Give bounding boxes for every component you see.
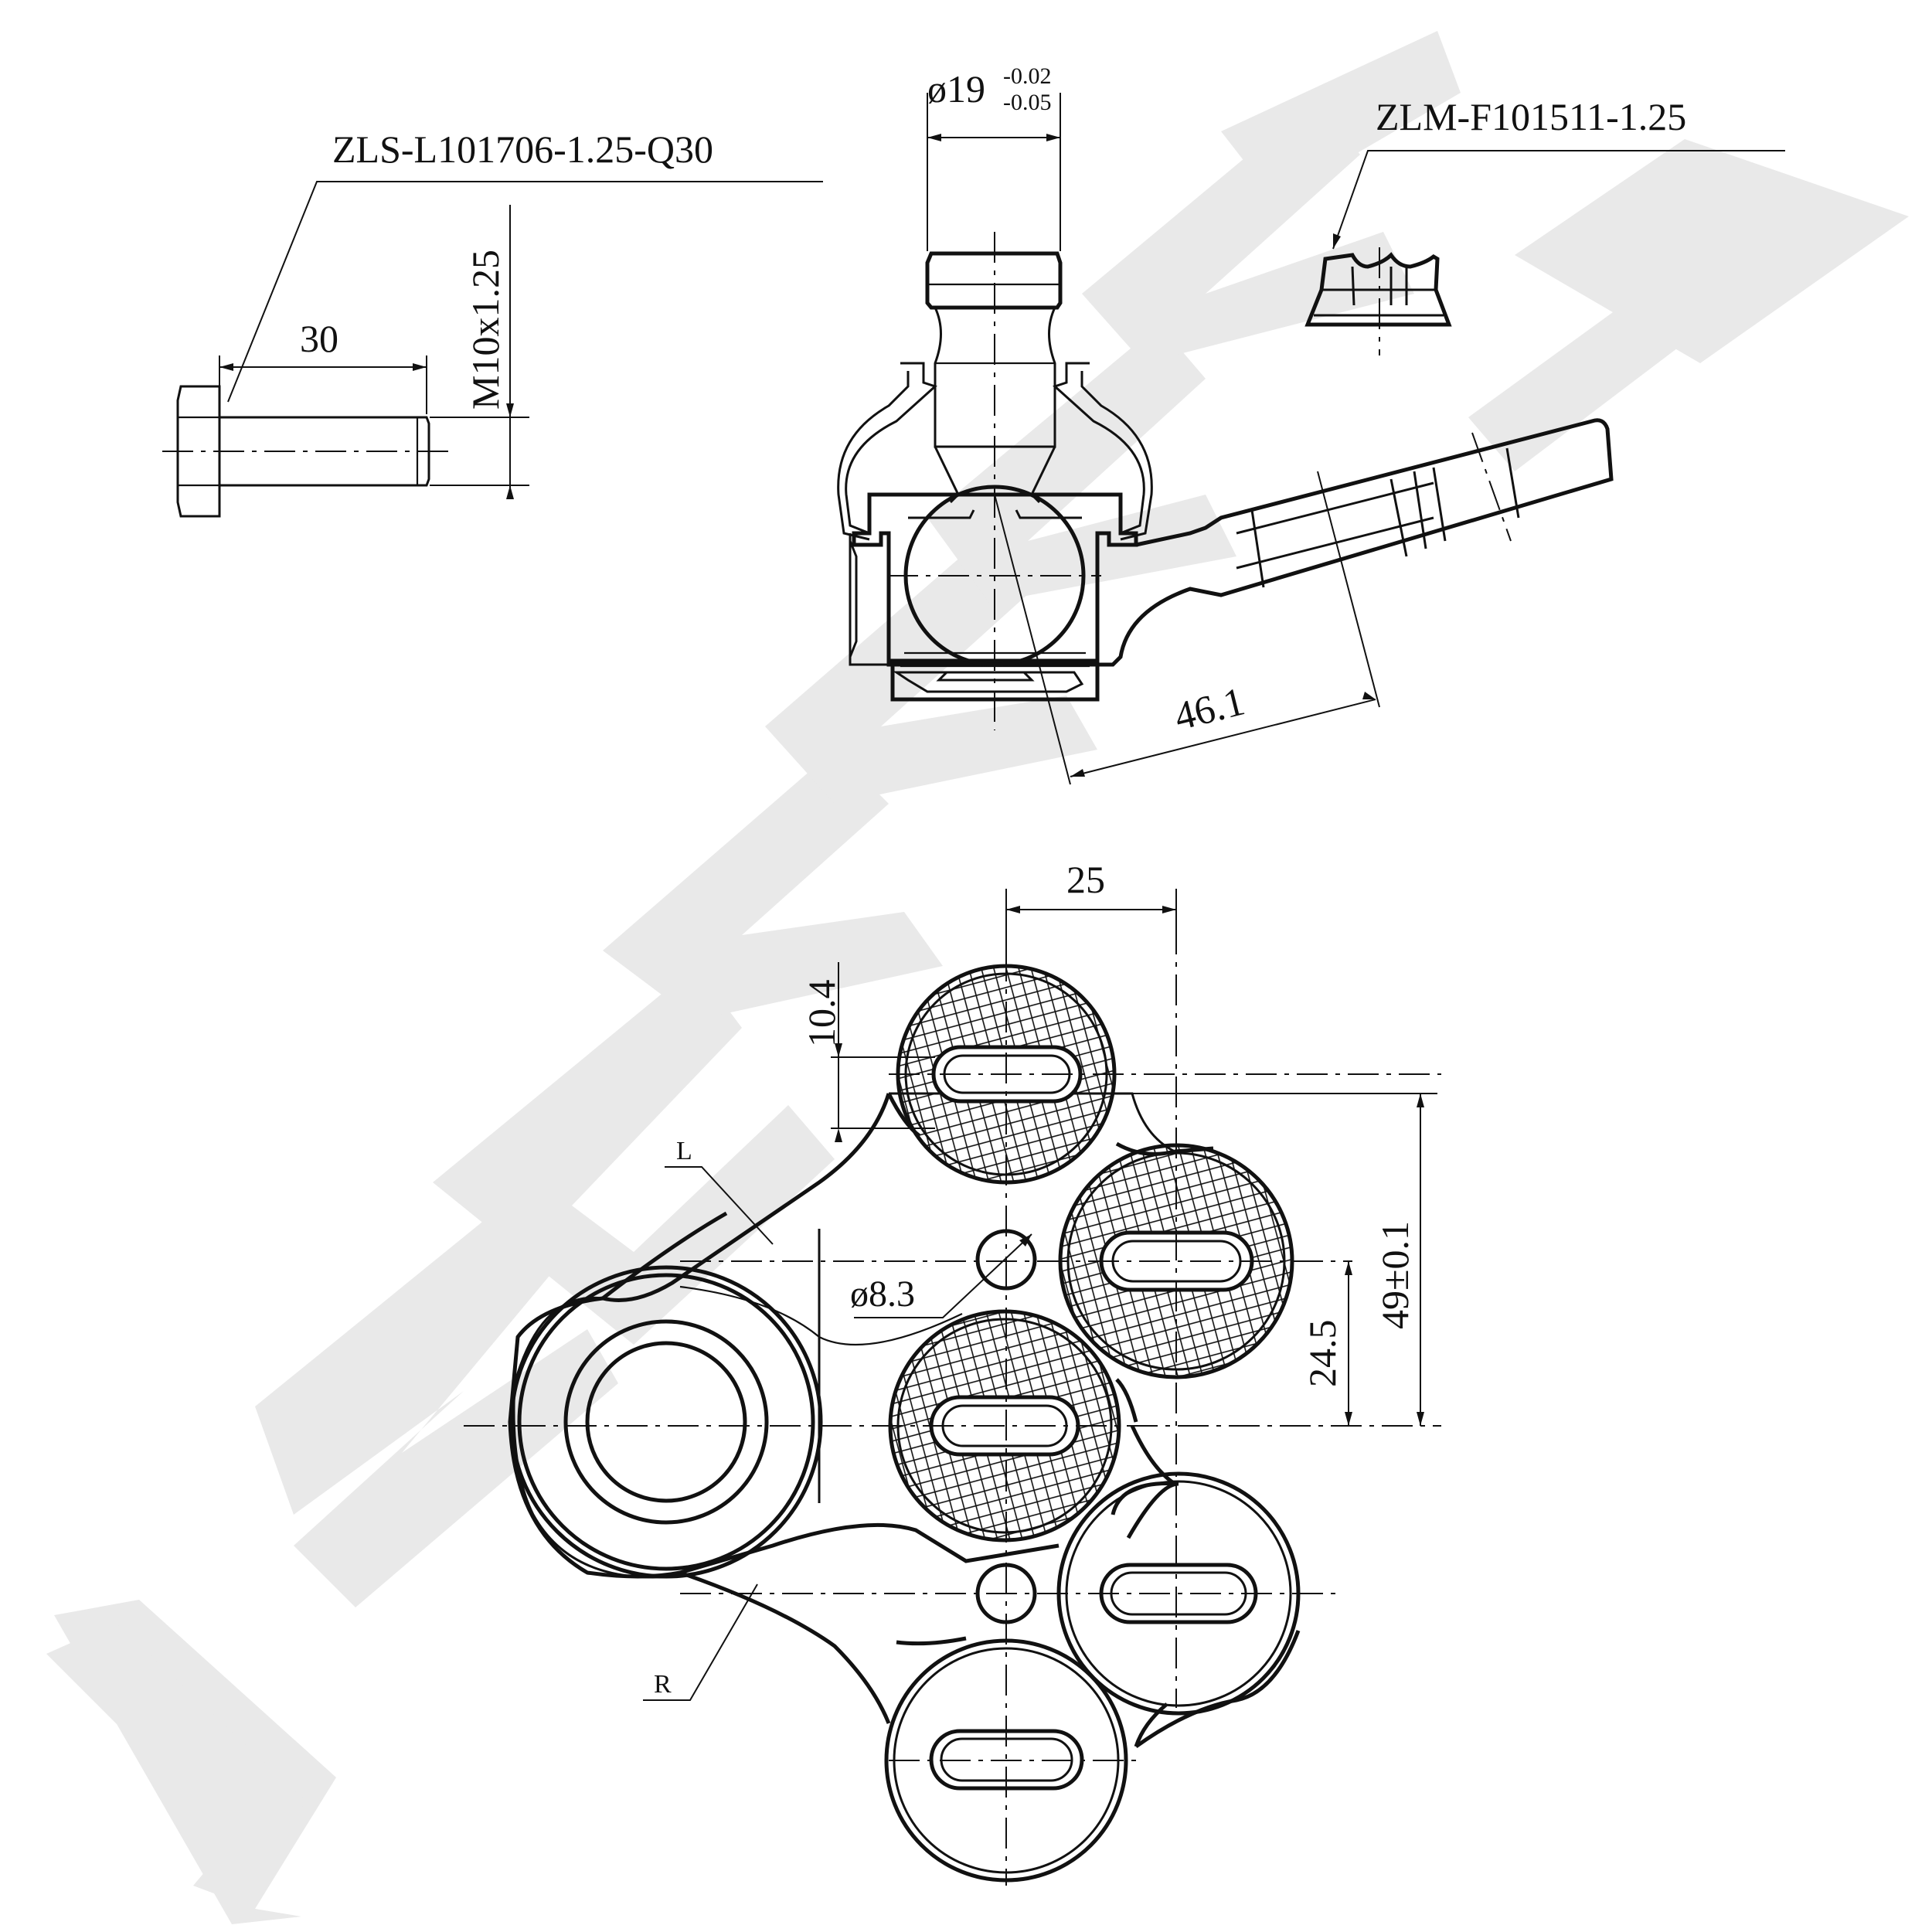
nut-part-number: ZLM-F101511-1.25 [1376,95,1686,138]
width-dimension: 25 [1066,858,1105,901]
arm-length-dimension: 46.1 [1170,679,1249,739]
flange-bottom-view [464,889,1441,1886]
side-label-left: L [676,1137,692,1165]
bolt-part-number: ZLS-L101706-1.25-Q30 [332,128,713,171]
bolt-drawing [162,181,823,518]
watermark-logo [46,31,1909,1924]
slot-height-dimension: 10.4 [800,980,843,1048]
total-height-dimension: 49±0.1 [1373,1221,1417,1329]
stud-tolerance-lower: -0.05 [1003,90,1052,115]
ball-joint-side-view [837,93,1614,785]
stud-tolerance-upper: -0.02 [1003,63,1052,89]
bolt-length-dimension: 30 [300,317,338,360]
nut-drawing [1304,150,1785,355]
stud-diameter-dimension: ø19 [927,67,985,111]
side-label-right: R [654,1670,672,1699]
bolt-thread-dimension: M10x1.25 [464,250,507,410]
hole-diameter-dimension: ø8.3 [850,1274,915,1315]
mid-height-dimension: 24.5 [1301,1320,1344,1388]
